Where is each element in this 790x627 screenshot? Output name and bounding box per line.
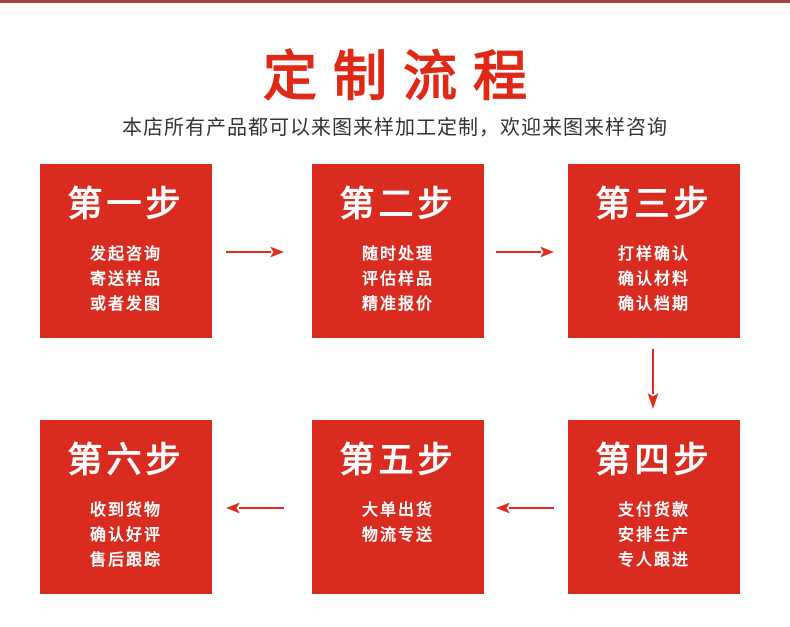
arrow-left-icon — [226, 501, 284, 515]
step-4-title: 第四步 — [595, 441, 713, 480]
step-line: 支付货款 — [617, 502, 690, 519]
arrow-left-icon — [496, 501, 554, 515]
step-5-lines: 大单出货 物流专送 — [312, 498, 484, 548]
arrow-right-icon — [496, 245, 554, 259]
step-1-lines: 发起咨询 寄送样品 或者发图 — [40, 242, 212, 317]
step-1-title: 第一步 — [67, 185, 185, 224]
step-line: 确认材料 — [617, 271, 690, 288]
step-3-title: 第三步 — [595, 185, 713, 224]
page-title-text: 定制流程 — [263, 47, 543, 107]
step-line: 物流专送 — [361, 527, 434, 544]
arrow-down-icon — [646, 349, 660, 409]
step-line: 大单出货 — [361, 502, 434, 519]
step-line: 打样确认 — [617, 246, 690, 263]
step-6-title: 第六步 — [67, 441, 185, 480]
step-box-2: 第二步 随时处理 评估样品 精准报价 — [312, 164, 484, 338]
step-line: 评估样品 — [361, 271, 434, 288]
step-box-5: 第五步 大单出货 物流专送 — [312, 420, 484, 594]
step-line: 收到货物 — [89, 502, 162, 519]
step-line: 确认好评 — [89, 527, 162, 544]
step-box-4: 第四步 支付货款 安排生产 专人跟进 — [568, 420, 740, 594]
step-line: 售后跟踪 — [89, 552, 162, 569]
top-divider-bar — [0, 0, 790, 3]
step-line: 或者发图 — [89, 296, 162, 313]
page-subtitle: 本店所有产品都可以来图来样加工定制，欢迎来图来样咨询 — [122, 117, 668, 139]
step-line: 专人跟进 — [617, 552, 690, 569]
step-4-lines: 支付货款 安排生产 专人跟进 — [568, 498, 740, 573]
top-light-strip — [0, 3, 790, 14]
step-line: 发起咨询 — [89, 246, 162, 263]
step-line: 精准报价 — [361, 296, 434, 313]
step-5-title: 第五步 — [339, 441, 457, 480]
step-3-lines: 打样确认 确认材料 确认档期 — [568, 242, 740, 317]
step-box-3: 第三步 打样确认 确认材料 确认档期 — [568, 164, 740, 338]
step-box-6: 第六步 收到货物 确认好评 售后跟踪 — [40, 420, 212, 594]
step-box-1: 第一步 发起咨询 寄送样品 或者发图 — [40, 164, 212, 338]
arrow-right-icon — [226, 245, 284, 259]
step-line: 随时处理 — [361, 246, 434, 263]
step-2-lines: 随时处理 评估样品 精准报价 — [312, 242, 484, 317]
page-title: 定制流程 — [0, 47, 790, 107]
step-6-lines: 收到货物 确认好评 售后跟踪 — [40, 498, 212, 573]
step-2-title: 第二步 — [339, 185, 457, 224]
step-line: 寄送样品 — [89, 271, 162, 288]
step-line: 安排生产 — [617, 527, 690, 544]
step-line: 确认档期 — [617, 296, 690, 313]
